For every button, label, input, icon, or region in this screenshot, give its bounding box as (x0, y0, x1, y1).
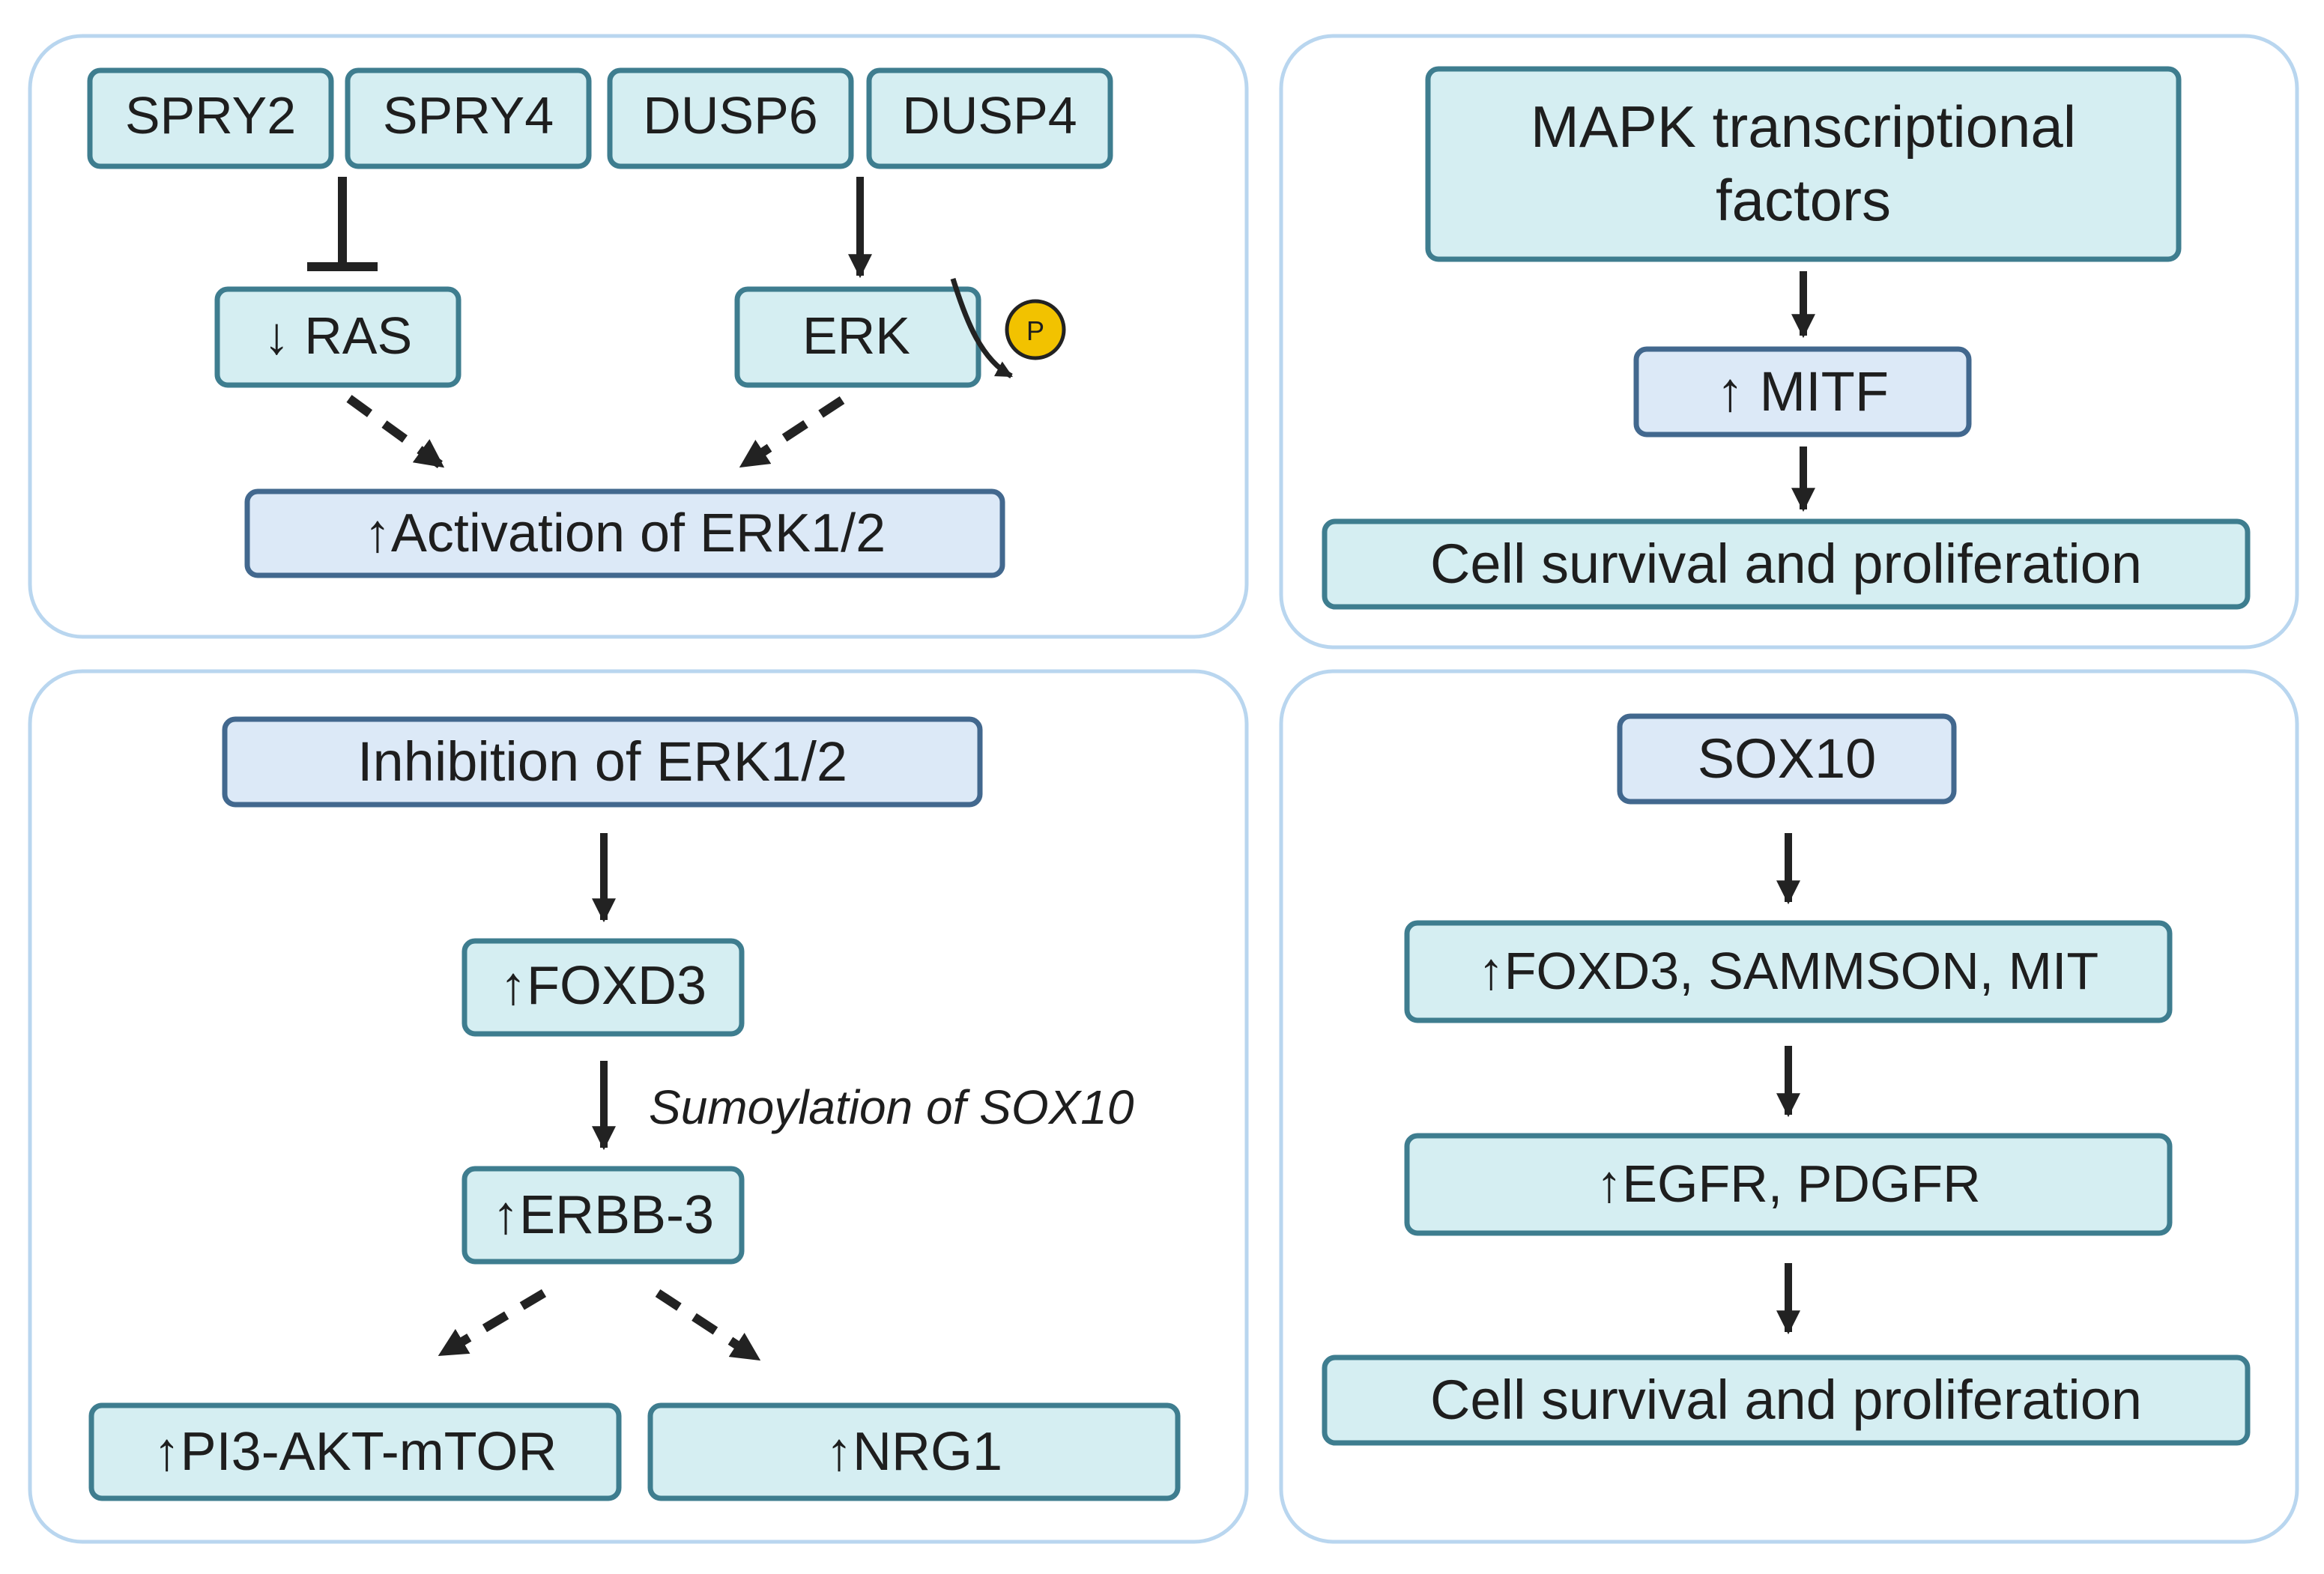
node-dusp6: DUSP6 (607, 67, 854, 169)
node-spry4: SPRY4 (345, 67, 592, 169)
node-erk: ERK (734, 286, 981, 388)
node-cell-survival-top: Cell survival and proliferation (1322, 518, 2251, 610)
node-spry4-label: SPRY4 (383, 86, 554, 145)
phosphorylation-arrow (950, 277, 1013, 379)
node-mapk-transcriptional-factors: MAPK transcriptional factors (1425, 66, 2182, 262)
node-ras-label: ↓ RAS (264, 306, 412, 365)
node-foxd3-sammson-mit: ↑FOXD3, SAMMSON, MIT (1404, 920, 2173, 1023)
dashed-arrow-ras-to-activation (346, 395, 445, 470)
node-foxd3: ↑FOXD3 (462, 938, 745, 1037)
label-sumoylation: Sumoylation of SOX10 (649, 1080, 1134, 1134)
node-inhibition-erk12-label: Inhibition of ERK1/2 (357, 730, 847, 793)
node-pi3k-akt-mtor: ↑PI3-AKT-mTOR (88, 1402, 622, 1501)
node-inhibition-erk12: Inhibition of ERK1/2 (222, 716, 983, 808)
dashed-arrow-erbb3-to-nrg1 (655, 1289, 761, 1363)
panel-sox10-pathway: SOX10 ↑FOXD3, SAMMSON, MIT ↑EGFR, PDGFR … (1279, 669, 2299, 1544)
node-foxd3-label: ↑FOXD3 (500, 956, 706, 1016)
node-mitf: ↑ MITF (1633, 346, 1972, 438)
node-egfr-pdgfr: ↑EGFR, PDGFR (1404, 1133, 2173, 1236)
panel-mapk-mitf: MAPK transcriptional factors ↑ MITF Cell… (1279, 34, 2299, 650)
node-egfr-pdgfr-label: ↑EGFR, PDGFR (1596, 1154, 1980, 1213)
node-cell-survival-bottom-label: Cell survival and proliferation (1430, 1369, 2142, 1431)
node-nrg1-label: ↑NRG1 (826, 1422, 1002, 1482)
panel-border (28, 669, 1249, 1544)
dashed-arrow-erk-to-activation (739, 396, 845, 470)
node-erbb3: ↑ERBB-3 (462, 1166, 745, 1265)
node-mapk-line1: MAPK transcriptional (1531, 94, 2076, 160)
node-activation-erk12: ↑Activation of ERK1/2 (244, 488, 1005, 578)
node-cell-survival-top-label: Cell survival and proliferation (1430, 533, 2142, 595)
dashed-arrow-erbb3-to-pi3k (438, 1289, 547, 1359)
panel-erk-inhibition-foxd3: Inhibition of ERK1/2 ↑FOXD3 Sumoylation … (28, 669, 1249, 1544)
node-pi3k-akt-mtor-label: ↑PI3-AKT-mTOR (154, 1422, 557, 1482)
node-foxd3-sammson-mit-label: ↑FOXD3, SAMMSON, MIT (1478, 942, 2098, 1000)
node-erbb3-label: ↑ERBB-3 (492, 1185, 714, 1245)
node-nrg1: ↑NRG1 (647, 1402, 1181, 1501)
inhibition-connector-spry-ras (307, 177, 378, 271)
node-erk-label: ERK (802, 306, 910, 365)
node-sox10-label: SOX10 (1698, 727, 1877, 790)
node-ras: ↓ RAS (214, 286, 462, 388)
node-dusp4-label: DUSP4 (902, 86, 1077, 145)
panel-ras-erk-feedback: SPRY2 SPRY4 DUSP6 DUSP4 ↓ RAS ERK (28, 34, 1249, 639)
panel-border (28, 34, 1249, 639)
node-cell-survival-bottom: Cell survival and proliferation (1322, 1354, 2251, 1446)
phosphate-badge-label: P (1026, 315, 1044, 346)
phosphate-badge: P (1005, 299, 1066, 360)
node-dusp6-label: DUSP6 (643, 86, 817, 145)
node-activation-erk12-label: ↑Activation of ERK1/2 (364, 503, 886, 563)
node-spry2-label: SPRY2 (125, 86, 296, 145)
node-sox10: SOX10 (1617, 713, 1957, 805)
node-dusp4: DUSP4 (866, 67, 1113, 169)
node-spry2: SPRY2 (87, 67, 334, 169)
node-mapk-line2: factors (1716, 167, 1891, 233)
node-mitf-label: ↑ MITF (1716, 360, 1889, 423)
